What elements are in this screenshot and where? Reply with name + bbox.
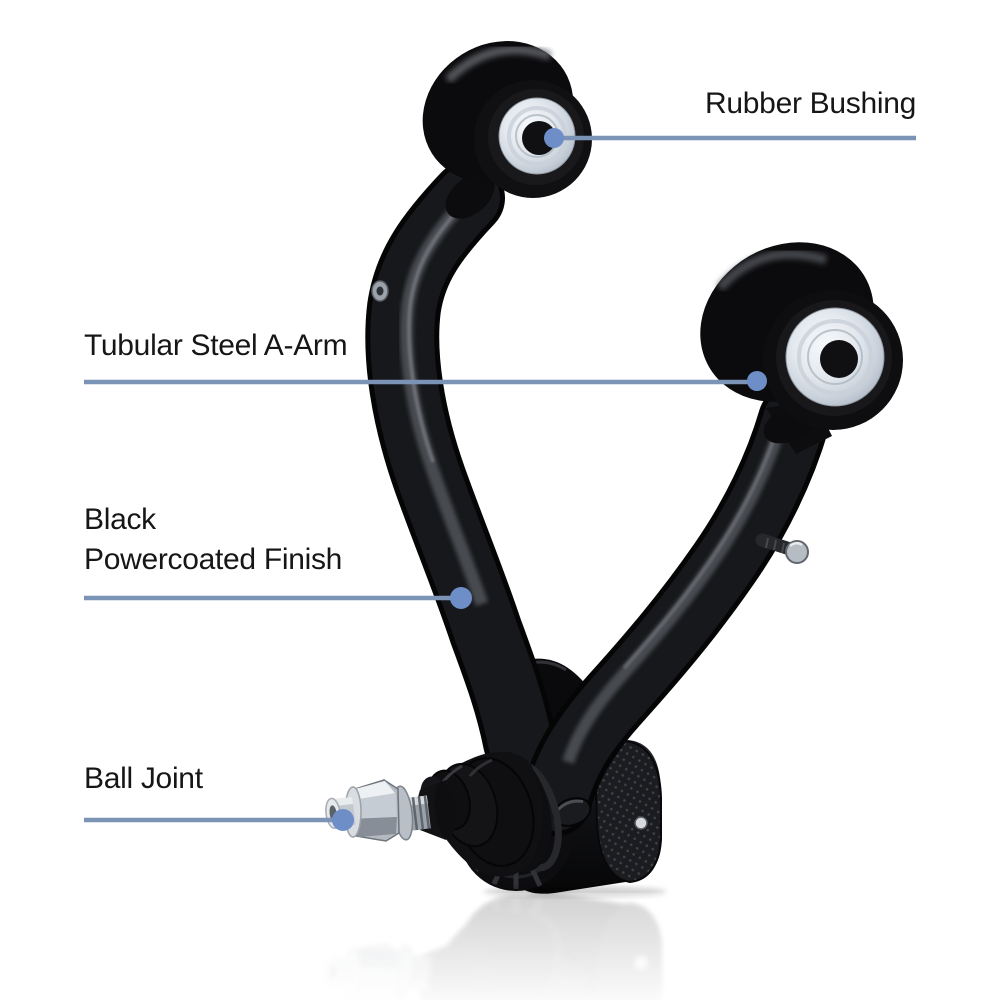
grease-fitting (371, 279, 403, 302)
callout-powercoated-leader (84, 587, 472, 609)
callout-tubular-steel-leader (84, 371, 767, 391)
label-line: Tubular Steel A-Arm (84, 329, 348, 362)
label-tubular-steel-a-arm: Tubular Steel A-Arm (84, 326, 348, 366)
right-rubber-bushing (700, 242, 903, 454)
ball-joint-stud (325, 779, 456, 842)
left-tube-arm (365, 161, 557, 779)
label-black-powercoated-finish: Black Powercoated Finish (84, 500, 342, 580)
label-line: Powercoated Finish (84, 543, 343, 576)
right-tube-arm (520, 384, 830, 836)
label-ball-joint: Ball Joint (84, 759, 203, 799)
label-line: Black (84, 503, 156, 536)
label-line: Rubber Bushing (705, 87, 916, 120)
leader-dot (332, 809, 354, 831)
callout-ball-joint-leader (84, 809, 354, 831)
label-rubber-bushing: Rubber Bushing (705, 84, 916, 124)
callout-rubber-bushing-leader (544, 128, 916, 148)
leader-dot (544, 128, 564, 148)
leader-dot (450, 587, 472, 609)
side-bolt (755, 533, 809, 564)
label-line: Ball Joint (84, 762, 203, 795)
rivet (634, 816, 648, 830)
control-arm-part (325, 41, 903, 895)
leader-dot (747, 371, 767, 391)
top-rubber-bushing (422, 41, 592, 219)
